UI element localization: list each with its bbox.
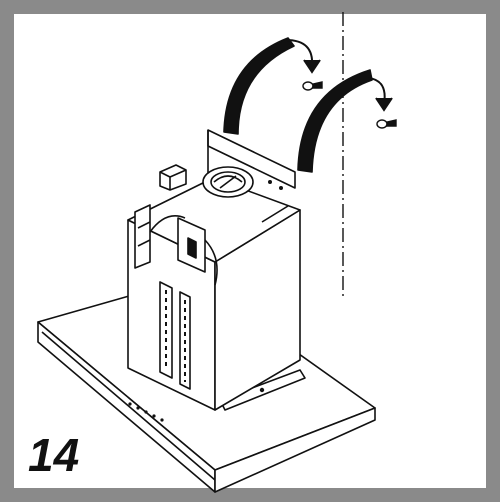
screw-icon: [302, 81, 397, 129]
control-buttons: [128, 402, 164, 422]
motion-arcs: [223, 37, 373, 173]
chimney-body: [127, 129, 306, 411]
direction-arrows: [285, 39, 393, 112]
left-arc: [223, 37, 295, 135]
right-arc: [297, 69, 373, 173]
step-number: 14: [28, 429, 80, 481]
